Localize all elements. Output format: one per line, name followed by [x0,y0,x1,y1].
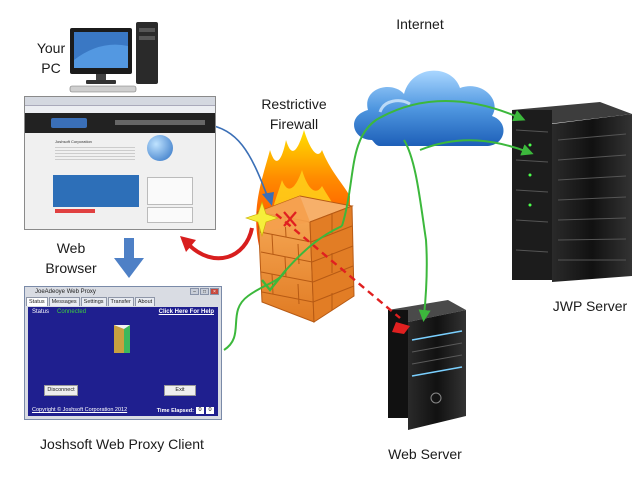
site-register-button [55,209,95,213]
time-elapsed-label: Time Elapsed: [156,407,194,414]
window-controls: – □ × [190,288,219,295]
pc-icon [69,22,158,93]
close-button[interactable]: × [210,288,219,295]
label-jwp-server: JWP Server [552,298,628,314]
site-nav [115,120,205,125]
green-check-icon [261,269,287,292]
window-title-text: JoeAdeoye Web Proxy [35,289,96,295]
status-value: Connected [57,309,87,315]
label-proxy-client: Joshsoft Web Proxy Client [40,436,204,452]
status-row: Status Connected [32,309,86,315]
tab-messages[interactable]: Messages [48,297,80,306]
jwp-server-icon [512,102,632,282]
blocked-x-icon [283,211,297,227]
red-arrow-head [180,236,196,252]
site-feature-panel [53,175,139,207]
door-icon [114,325,130,353]
tab-status[interactable]: Status [26,297,48,306]
site-logo [51,118,87,128]
firewall-icon [256,130,355,323]
copyright-link[interactable]: Copyright © Joshsoft Corporation 2012 [32,407,128,413]
green-tunnel-path [223,100,534,351]
tab-settings[interactable]: Settings [80,297,107,306]
tab-about[interactable]: About [134,297,156,306]
site-login-box [147,177,193,205]
exit-button[interactable]: Exit [164,385,196,396]
minimize-button[interactable]: – [190,288,199,295]
time-elapsed-value-b: 0 [206,407,214,414]
proxy-client-window: JoeAdeoye Web Proxy – □ × Status Message… [24,286,222,420]
web-browser-screenshot: Joshsoft Corporation [24,96,216,230]
blocked-dashed-path [275,213,401,319]
firewall-return-arrow [186,227,254,261]
internet-cloud-icon [354,70,504,146]
label-your-pc: Your PC [36,40,66,76]
maximize-button[interactable]: □ [200,288,209,295]
tab-transfer[interactable]: Transfer [107,297,134,306]
time-elapsed-value-a: 0 [196,407,204,414]
label-web-server: Web Server [388,446,462,462]
web-server-icon [388,300,466,430]
site-news-box [147,207,193,223]
window-title: JoeAdeoye Web Proxy – □ × [25,287,221,297]
site-header [25,113,215,133]
globe-icon [147,135,173,161]
status-label: Status [32,309,50,315]
disconnect-button[interactable]: Disconnect [44,385,78,396]
blue-arrow-head [262,192,274,206]
site-text [55,147,135,161]
label-firewall: Restrictive Firewall [261,96,327,132]
status-panel: Status Connected Click Here For Help Disc… [28,307,218,416]
tab-bar: Status Messages Settings Transfer About [25,297,221,306]
help-link[interactable]: Click Here For Help [158,309,214,315]
label-internet: Internet [396,16,444,32]
down-arrow-icon [114,238,144,278]
browser-toolbar [25,97,215,106]
blocked-spark-icon [245,201,279,238]
site-name: Joshsoft Corporation [55,139,92,144]
time-elapsed: Time Elapsed: 0 0 [157,407,214,414]
label-web-browser: Web Browser [45,240,97,276]
